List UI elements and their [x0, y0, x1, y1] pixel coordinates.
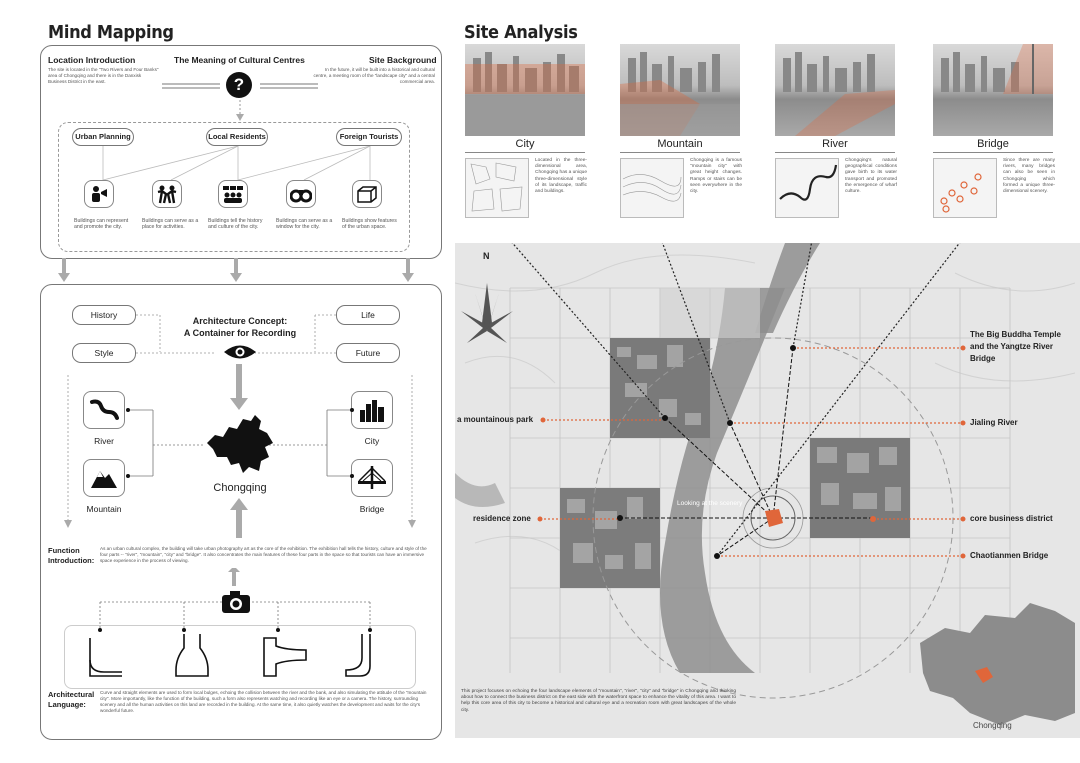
mountain-diagram [620, 158, 684, 218]
location-text: The site is located in the "Two Rivers a… [48, 67, 159, 84]
pill-history: History [72, 305, 136, 325]
city-icon [351, 391, 393, 429]
function-text-4: Buildings can serve as a window for the … [276, 218, 333, 231]
group-connections [102, 146, 371, 181]
label-park: a mountainous park [457, 415, 534, 424]
label-looking: Looking at the scenery [677, 500, 743, 507]
mind-mapping-title: Mind Mapping [48, 22, 174, 43]
north-label: N [483, 251, 490, 261]
question-connector [162, 83, 318, 121]
card-bridge-name: Bridge [977, 138, 1009, 150]
group-local-residents: Local Residents [206, 128, 268, 146]
form-connections [98, 568, 372, 632]
river-label: River [94, 436, 114, 446]
mountain-label: Mountain [86, 504, 122, 514]
background-heading: Site Background [369, 55, 437, 65]
card-river-rule [775, 152, 895, 153]
card-city-text: Located in the three-dimensional area, C… [535, 158, 588, 195]
panel-connector-arrows [58, 258, 414, 282]
label-temple: The Big Buddha Temple and the Yangtze Ri… [970, 330, 1061, 363]
box-space-icon [352, 180, 382, 208]
bridge-icon [351, 459, 393, 497]
megaphone-person-icon [84, 180, 114, 208]
city-photo [465, 44, 585, 136]
river-icon [83, 391, 125, 429]
card-city-rule [465, 152, 585, 153]
inset-chongqing-label: Chongqing [973, 721, 1012, 730]
card-bridge-text: Since there are many rivers, many bridge… [1003, 158, 1055, 195]
card-mountain-name: Mountain [657, 138, 703, 150]
function-text-2: Buildings can serve as a place for activ… [142, 218, 199, 231]
camera-icon [222, 591, 250, 613]
label-business: core business district [970, 514, 1053, 523]
arch-heading-1: Architectural [48, 690, 95, 699]
group-foreign-tourists: Foreign Tourists [336, 128, 402, 146]
function-text-5: Buildings show features of the urban spa… [342, 218, 397, 231]
arch-heading-2: Language: [48, 700, 86, 709]
location-heading: Location Introduction [48, 55, 136, 65]
site-map: N The Big Buddha Temple and the Yangtze … [455, 243, 1080, 738]
mountain-icon [83, 459, 125, 497]
card-river-text: Chongqing's natural geographical conditi… [845, 158, 897, 195]
group-urban-planning: Urban Planning [72, 128, 134, 146]
question-icon: ? [226, 72, 252, 98]
label-chaotianmen: Chaotianmen Bridge [970, 551, 1049, 560]
building-forms [89, 634, 371, 677]
people-activity-icon [152, 180, 182, 208]
arch-lang-text: Curve and straight elements are used to … [100, 690, 427, 713]
binoculars-icon [286, 180, 316, 208]
concept-connections [64, 314, 416, 538]
card-river-name: River [822, 138, 848, 150]
card-mountain-rule [620, 152, 740, 153]
label-residence: residence zone [473, 514, 531, 523]
mountain-photo [620, 44, 740, 136]
chongqing-label: Chongqing [213, 482, 267, 494]
concept-line-2: A Container for Recording [183, 328, 297, 338]
city-diagram [465, 158, 529, 218]
concept-line-1: Architecture Concept: [192, 316, 288, 326]
background-text: In the future, it will be built into a h… [313, 67, 436, 84]
card-city-name: City [515, 138, 535, 150]
label-jialing: Jialing River [970, 418, 1018, 427]
eye-icon [224, 345, 256, 359]
bridge-label: Bridge [359, 504, 385, 514]
function-text-3: Buildings tell the history and culture o… [208, 218, 263, 231]
bridge-photo [933, 44, 1053, 136]
bridge-diagram [933, 158, 997, 218]
map-description: This project focuses on echoing the four… [461, 689, 736, 713]
site-analysis-title: Site Analysis [464, 22, 578, 43]
river-diagram [775, 158, 839, 218]
pill-style: Style [72, 343, 136, 363]
function-intro-text: As an urban cultural complex, the buildi… [100, 546, 427, 563]
city-label: City [364, 436, 380, 446]
groups-box [58, 122, 410, 252]
element-connections [126, 408, 354, 478]
card-bridge-rule [933, 152, 1053, 153]
forms-box [64, 625, 416, 689]
pill-life: Life [336, 305, 400, 325]
function-heading-1: Function [48, 546, 80, 555]
pill-future: Future [336, 343, 400, 363]
card-mountain-text: Chongqing is a famous "mountain city" wi… [690, 158, 742, 195]
talking-people-icon [218, 180, 248, 208]
chongqing-map-icon [207, 415, 273, 473]
function-text-1: Buildings can represent and promote the … [74, 218, 129, 231]
meaning-heading: The Meaning of Cultural Centres [174, 55, 305, 65]
river-photo [775, 44, 895, 136]
function-heading-2: Introduction: [48, 556, 95, 565]
